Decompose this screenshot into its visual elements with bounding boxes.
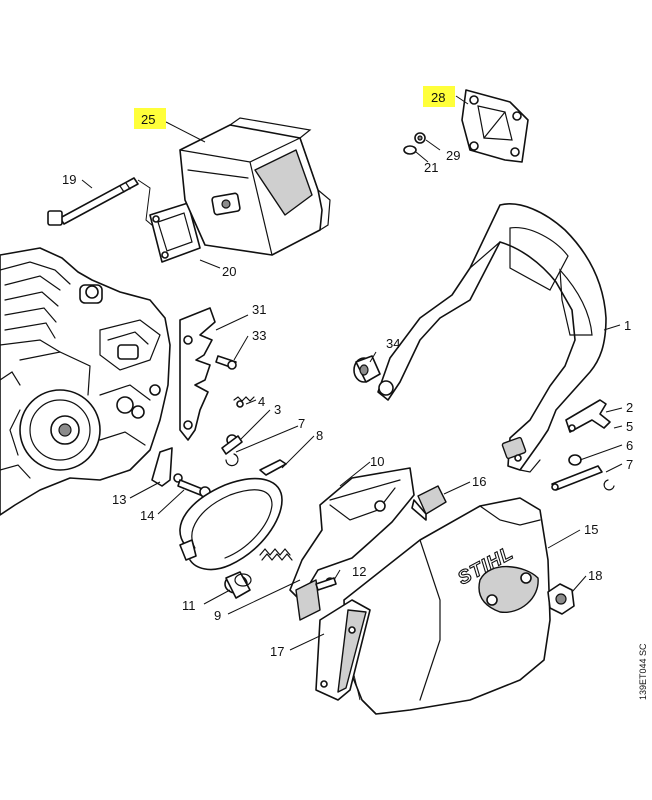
callout-29[interactable]: 29 [446, 148, 460, 163]
callout-labels: 25 28 29 21 19 20 31 33 34 1 4 3 7 8 2 5… [62, 90, 633, 659]
engine-housing [0, 247, 171, 516]
muffler-part [179, 117, 331, 256]
right-hardware [551, 399, 615, 491]
callout-13[interactable]: 13 [112, 492, 126, 507]
callout-5[interactable]: 5 [626, 419, 633, 434]
callout-16[interactable]: 16 [472, 474, 486, 489]
callout-12[interactable]: 12 [352, 564, 366, 579]
callout-3[interactable]: 3 [274, 402, 281, 417]
callout-1[interactable]: 1 [624, 318, 631, 333]
callout-34[interactable]: 34 [386, 336, 400, 351]
callout-9[interactable]: 9 [214, 608, 221, 623]
callout-8[interactable]: 8 [316, 428, 323, 443]
callout-10[interactable]: 10 [370, 454, 384, 469]
callout-6[interactable]: 6 [626, 438, 633, 453]
guide-plate-part [315, 599, 371, 701]
callout-31[interactable]: 31 [252, 302, 266, 317]
highlight-25 [134, 108, 166, 129]
small-hardware [151, 396, 287, 498]
hand-guard-part [377, 203, 607, 473]
leader-lines [81, 95, 623, 651]
callout-21[interactable]: 21 [424, 160, 438, 175]
callout-18[interactable]: 18 [588, 568, 602, 583]
nut-part [547, 583, 575, 615]
callout-11[interactable]: 11 [182, 598, 196, 613]
callout-2[interactable]: 2 [626, 400, 633, 415]
callout-33[interactable]: 33 [252, 328, 266, 343]
highlight-28 [423, 86, 455, 107]
brake-band-part [179, 477, 293, 599]
callout-20[interactable]: 20 [222, 264, 236, 279]
callout-19[interactable]: 19 [62, 172, 76, 187]
callout-7-right[interactable]: 7 [626, 457, 633, 472]
callout-7-left[interactable]: 7 [298, 416, 305, 431]
callout-14[interactable]: 14 [140, 508, 154, 523]
sprocket-cover-part: STIHL [343, 497, 551, 715]
callout-17[interactable]: 17 [270, 644, 284, 659]
bushing-part [353, 355, 381, 383]
bracket-part [411, 485, 447, 521]
drawing-code: 139ET044 SC [638, 643, 648, 700]
callout-25[interactable]: 25 [141, 112, 155, 127]
callout-15[interactable]: 15 [584, 522, 598, 537]
gasket-part [149, 202, 201, 263]
callout-28[interactable]: 28 [431, 90, 445, 105]
brake-lever-part [289, 467, 415, 621]
callout-4[interactable]: 4 [258, 394, 265, 409]
cooling-plate-part [403, 89, 529, 163]
spike-part [179, 307, 237, 441]
